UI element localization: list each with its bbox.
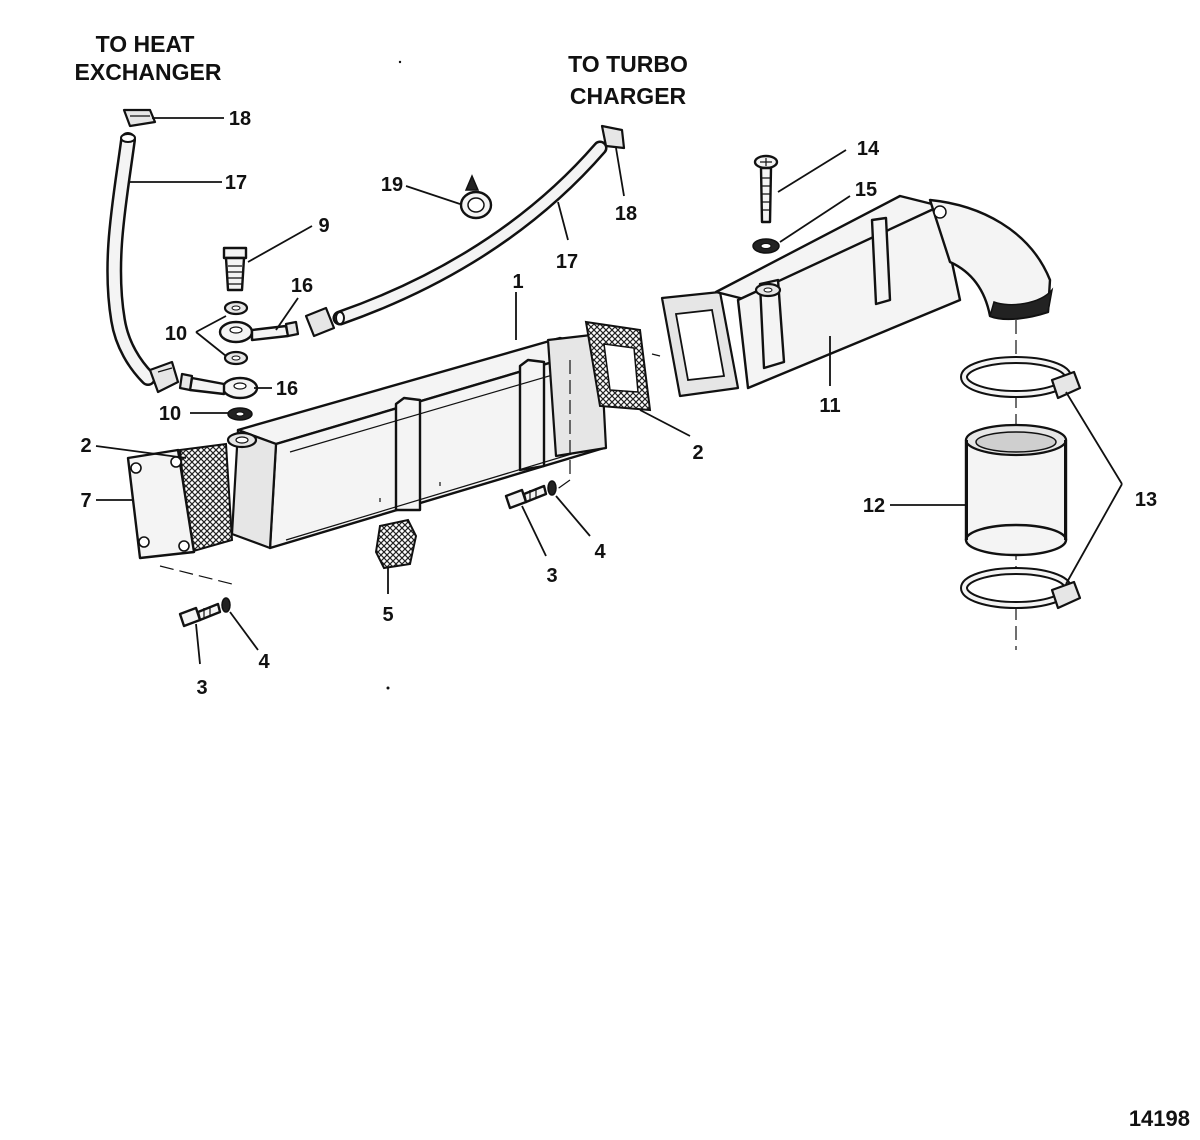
washer-middle-right: [547, 480, 557, 496]
callout-10-upper: 10: [165, 323, 187, 345]
callout-17-right: 17: [556, 251, 578, 273]
caption-turbo-charger: TO TURBO CHARGER: [568, 51, 688, 109]
hose-clamp-left-lower: [148, 360, 180, 394]
manifold-port-bottom: [374, 518, 418, 570]
screw-left: [178, 602, 222, 628]
washer-left: [221, 597, 231, 613]
banjo-fitting-upper: [218, 320, 300, 344]
callout-18-right: 18: [615, 203, 637, 225]
callout-4-middle: 4: [594, 541, 606, 563]
callout-4-left: 4: [258, 651, 270, 673]
washer-lower: [227, 407, 253, 421]
screw-top: [753, 154, 779, 224]
callout-15: 15: [855, 179, 877, 201]
callout-17-left: 17: [225, 172, 247, 194]
washer-middle: [223, 350, 249, 366]
hose-clamp-left-top: [122, 108, 157, 128]
callout-13: 13: [1135, 489, 1157, 511]
callout-14: 14: [857, 138, 880, 160]
callout-numbers: 18 17 9 16 10 16 10 2 7 3 4 5 3 4 1 2 19…: [80, 108, 1157, 699]
assembly-line-manifold-screw: [555, 360, 571, 491]
caption-heat-exchanger-line1: TO HEAT: [96, 31, 195, 57]
callout-16-lower: 16: [276, 378, 298, 400]
caption-heat-exchanger-line2: EXCHANGER: [75, 59, 222, 85]
exhaust-elbow: [660, 194, 1054, 398]
callout-11: 11: [819, 395, 840, 417]
assembly-line-cover-screw: [159, 565, 233, 585]
callout-1: 1: [512, 271, 523, 293]
callout-18-left: 18: [229, 108, 251, 130]
callout-16-upper: 16: [291, 275, 313, 297]
caption-heat-exchanger: TO HEAT EXCHANGER: [75, 31, 222, 85]
screw-middle: [504, 484, 548, 510]
banjo-bolt: [222, 246, 248, 292]
hose-clamp-right-lower: [304, 306, 336, 338]
end-cover: [126, 448, 196, 560]
leader-lines: [95, 117, 1123, 665]
washer-upper: [223, 300, 249, 316]
banjo-fitting-lower: [178, 372, 259, 400]
rubber-sleeve: [964, 423, 1068, 557]
hose-right: [332, 140, 608, 326]
caption-turbo-charger-line1: TO TURBO: [568, 51, 688, 77]
hose-clamp-right-top: [600, 124, 626, 150]
assembly-line-gasket-elbow: [651, 353, 661, 357]
callout-5: 5: [382, 604, 393, 626]
callout-2-right: 2: [692, 442, 703, 464]
hose-clamp-upper: [960, 356, 1082, 400]
end-gasket-right: [584, 320, 652, 412]
callout-19: 19: [381, 174, 403, 196]
exhaust-manifold: [226, 332, 608, 550]
hose-clamp-19: [459, 174, 493, 220]
callout-3-middle: 3: [546, 565, 557, 587]
callout-10-lower: 10: [159, 403, 181, 425]
callout-2-left: 2: [80, 435, 91, 457]
hose-left: [106, 132, 156, 386]
caption-turbo-charger-line2: CHARGER: [570, 83, 687, 109]
callout-3-left: 3: [196, 677, 207, 699]
callout-12: 12: [863, 495, 885, 517]
callout-9: 9: [318, 215, 329, 237]
figure-number: 14198: [1129, 1106, 1190, 1131]
callout-7: 7: [80, 490, 91, 512]
hose-clamp-lower: [960, 567, 1082, 610]
print-specks: [386, 60, 402, 690]
washer-top: [752, 238, 780, 254]
